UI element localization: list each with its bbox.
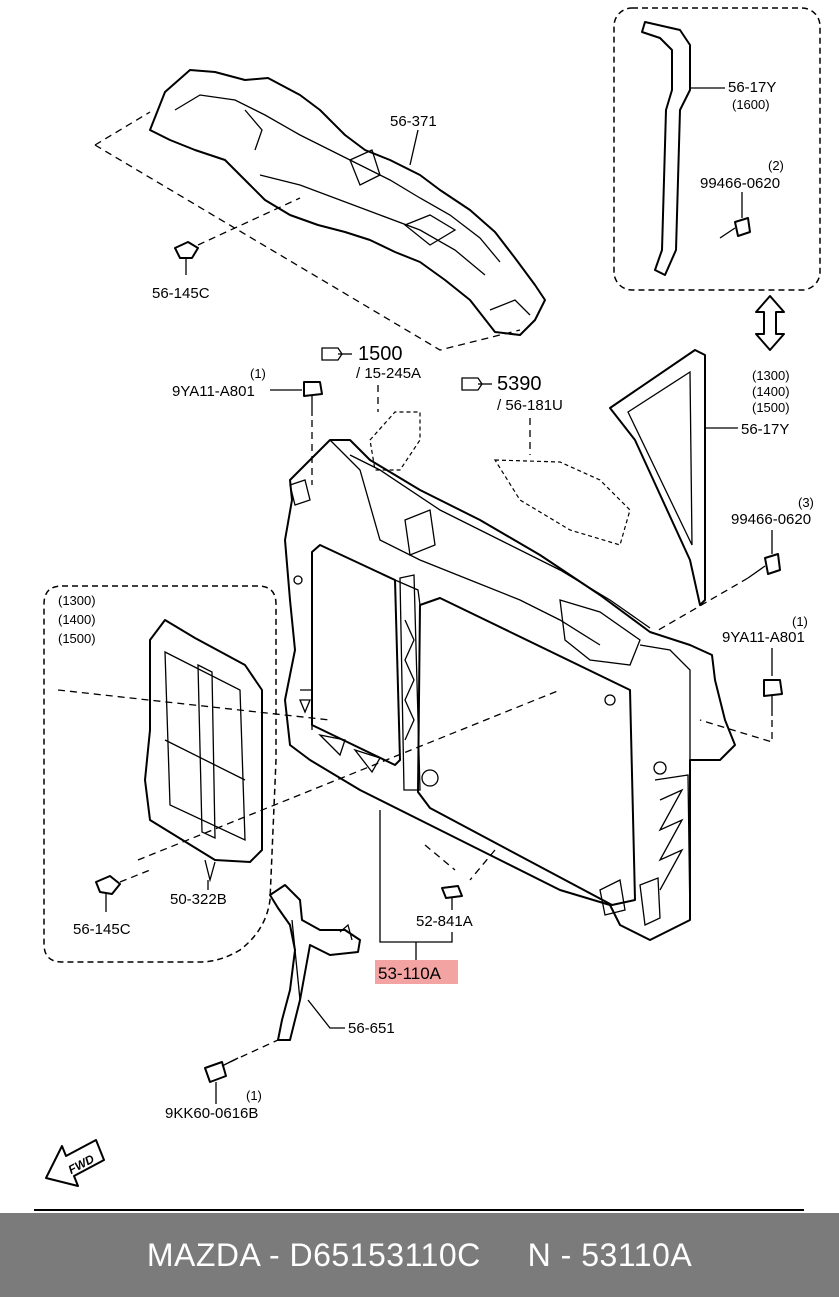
label-9kk: 9KK60-0616B (165, 1105, 258, 1122)
label-56-145c-top: 56-145C (152, 285, 210, 302)
ref-5390-number: 5390 (497, 373, 542, 395)
label-56-651: 56-651 (348, 1020, 395, 1037)
ref-5390-part: / 56-181U (497, 397, 563, 414)
seal-strip-1600-part (641, 21, 691, 276)
bracket-part (269, 884, 361, 1041)
qty-56-17y-mid-2: (1400) (752, 384, 790, 399)
label-9ya-right: 9YA11-A801 (722, 629, 805, 646)
qty-99466-top: (2) (768, 158, 784, 173)
ref-bracket-ghost (493, 459, 631, 546)
qty-56-17y-mid-1: (1300) (752, 368, 790, 383)
label-99466-mid: 99466-0620 (731, 511, 811, 528)
qty-99466-mid: (3) (798, 495, 814, 510)
bolt-icon-bottom (204, 1057, 239, 1104)
bolt-icon-left (303, 381, 323, 416)
ref-5390-icon (461, 377, 492, 391)
screw-icon-top (719, 192, 751, 239)
bolt-icon-right (763, 679, 783, 716)
label-9ya-left: 9YA11-A801 (172, 383, 255, 400)
air-guide-part (144, 619, 263, 883)
ref-1500-icon (321, 347, 352, 361)
part-number-caption: MAZDA - D65153110C N - 53110A (146, 1237, 693, 1273)
footer-bar: MAZDA - D65153110C N - 53110A (0, 1213, 839, 1297)
ref-hose-ghost (369, 411, 421, 471)
push-clip-icon (174, 241, 199, 275)
swap-arrow-icon (755, 295, 785, 351)
variant-box-top-right (613, 7, 821, 291)
highlight-53-110a (375, 960, 458, 984)
leader-56-371-bottom (94, 144, 521, 351)
qty-box-3: (1500) (58, 631, 96, 646)
ref-1500-number: 1500 (358, 343, 403, 365)
variant-box-bottom-left (43, 585, 277, 963)
label-50-322b: 50-322B (170, 891, 227, 908)
qty-56-17y-mid-3: (1500) (752, 400, 790, 415)
footer-rule (34, 1209, 804, 1211)
leader-clip-top (197, 197, 301, 246)
qty-56-17y-top: (1600) (732, 97, 770, 112)
label-53-110a: 53-110A (378, 964, 442, 983)
qty-9ya-left: (1) (250, 366, 266, 381)
qty-box-1: (1300) (58, 593, 96, 608)
label-56-371: 56-371 (390, 113, 437, 130)
radiator-support-part (284, 439, 736, 941)
ref-1500-part: / 15-245A (356, 365, 421, 382)
qty-box-2: (1400) (58, 612, 96, 627)
label-52-841a: 52-841A (416, 913, 473, 930)
parts-diagram: 56-371 56-145C 56-17Y (1600) (2) 99466-0… (43, 7, 821, 1187)
qty-9ya-right: (1) (792, 614, 808, 629)
label-56-145c-bottom: 56-145C (73, 921, 131, 938)
forward-arrow-icon: FWD (45, 1139, 105, 1187)
label-56-17y-top: 56-17Y (728, 79, 776, 96)
qty-9kk: (1) (246, 1088, 262, 1103)
push-clip-icon-bottom (95, 875, 121, 912)
label-99466-top: 99466-0620 (700, 175, 780, 192)
upper-shroud-part (149, 69, 546, 336)
seal-strip-triangle-part (609, 349, 706, 606)
nut-clip-icon (441, 885, 463, 899)
label-56-17y-mid: 56-17Y (741, 421, 789, 438)
leader-56-371-left (94, 111, 151, 146)
screw-icon-mid (747, 530, 781, 579)
